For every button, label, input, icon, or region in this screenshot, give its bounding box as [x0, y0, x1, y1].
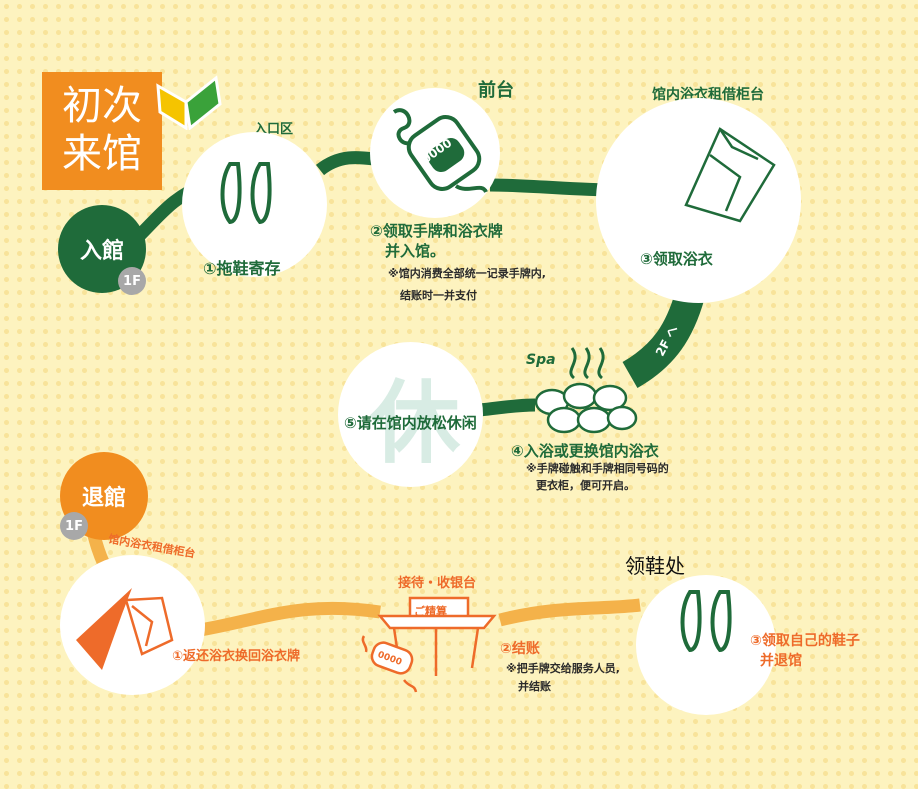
return-yukata-icon	[76, 588, 174, 670]
lower-step-2-note-1: ※把手牌交给服务人员,	[506, 662, 620, 675]
step-4-note-1: ※手牌碰触和手牌相同号码的	[526, 462, 669, 475]
step-3-label: ③领取浴衣	[640, 250, 713, 268]
step-2-label: ②领取手牌和浴衣牌	[370, 222, 503, 240]
slippers-icon	[220, 162, 272, 225]
step-1-label: ①拖鞋寄存	[203, 259, 281, 278]
shoe-pickup-area-label: 领鞋处	[625, 554, 685, 578]
step-4-note-2: 更衣柜，便可开启。	[536, 479, 635, 492]
checkout-sign: ご精算	[414, 605, 447, 618]
exit-label: 退館	[81, 486, 126, 511]
step-4-label: ④入浴或更换馆内浴衣	[511, 442, 659, 460]
front-desk-area-label: 前台	[478, 80, 514, 101]
folded-yukata-icon	[684, 127, 776, 223]
relax-watermark: 休	[370, 371, 460, 476]
shoes-icon	[680, 590, 732, 653]
lower-step-2-label: ②结账	[500, 641, 540, 657]
step-2-note-2: 结账时一并支付	[400, 289, 477, 302]
entry-circle: 入館	[58, 205, 146, 293]
step-5-label: ⑤请在馆内放松休闲	[344, 414, 477, 432]
cashier-counter-icon	[361, 596, 497, 693]
locker-tag-icon	[392, 108, 488, 194]
lower-step-3-label-line2: 并退馆	[760, 653, 802, 669]
spa-label: Spa	[526, 352, 556, 368]
shoe-pickup-circle	[636, 575, 776, 715]
entry-label: 入館	[79, 239, 124, 264]
reception-cashier-area-label: 接待・收银台	[398, 576, 477, 591]
lower-step-3-label: ③领取自己的鞋子	[750, 633, 860, 649]
lower-step-1-label: ①返还浴衣换回浴衣牌	[172, 649, 301, 664]
title-line-2: 来馆	[62, 131, 142, 177]
relax-circle	[338, 342, 483, 487]
title-box: 初次 来馆	[42, 72, 162, 190]
lower-step-2-note-2: 并结账	[518, 680, 551, 693]
exit-floor-badge: 1F	[60, 512, 88, 540]
entry-floor-badge: 1F	[118, 267, 146, 295]
spa-rocks-icon	[534, 347, 638, 434]
yukata-circle	[596, 98, 801, 303]
beginner-mark-icon	[156, 75, 222, 130]
step-2-note-1: ※馆内消费全部统一记录手牌内,	[388, 267, 546, 280]
step-2-label-line2: 并入馆。	[385, 242, 446, 260]
title-line-1: 初次	[62, 83, 142, 129]
